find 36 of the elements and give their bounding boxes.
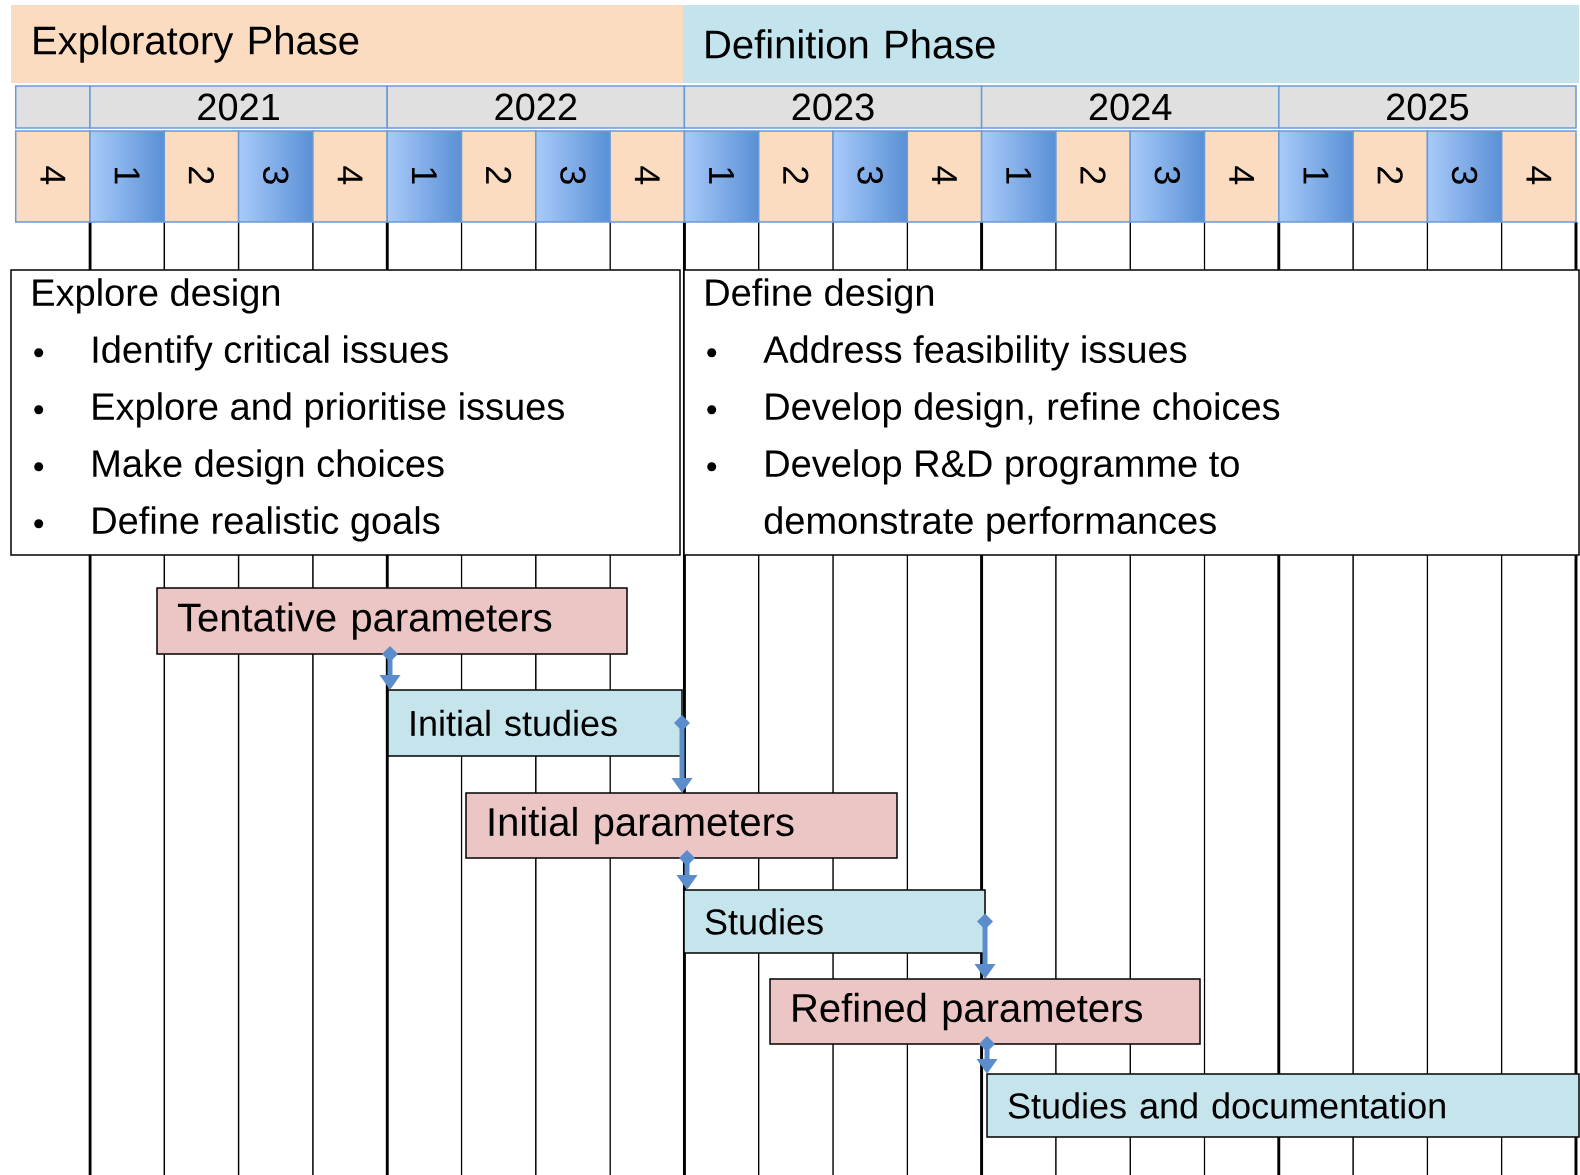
quarter-cell: 3	[535, 130, 611, 223]
quarter-cell: 4	[609, 130, 686, 223]
quarter-cell: 2	[1352, 130, 1429, 223]
quarter-cell: 1	[89, 130, 166, 223]
study-bar: Studies	[683, 889, 986, 954]
milestone-bar: Tentative parameters	[156, 587, 628, 655]
activity-box: Explore design Identify critical issues Explore and prioritise issues Make design choices Define realistic goals	[10, 269, 681, 556]
year-cell: 2023	[683, 85, 983, 129]
quarter-cell: 2	[163, 130, 240, 223]
year-cell	[14, 85, 91, 129]
quarter-cell: 4	[906, 130, 983, 223]
quarter-cell: 1	[683, 130, 760, 223]
quarter-cell: 1	[980, 130, 1057, 223]
quarter-cell: 4	[1500, 130, 1577, 223]
quarter-cell: 4	[312, 130, 388, 223]
quarter-cell: 3	[1129, 130, 1206, 223]
milestone-bar: Initial parameters	[465, 792, 898, 859]
year-cell: 2024	[980, 85, 1280, 129]
phase-band: Exploratory Phase	[11, 5, 683, 83]
year-cell: 2022	[386, 85, 686, 129]
quarter-cell: 1	[1278, 130, 1354, 223]
quarter-cell: 3	[237, 130, 314, 223]
quarter-cell: 1	[386, 130, 463, 223]
quarter-cell: 3	[1426, 130, 1503, 223]
year-cell: 2025	[1278, 85, 1577, 129]
milestone-bar: Refined parameters	[769, 978, 1201, 1045]
quarter-cell: 2	[1055, 130, 1131, 223]
quarter-cell: 3	[832, 130, 909, 223]
quarter-cell: 4	[14, 130, 91, 223]
phase-band: Definition Phase	[683, 5, 1579, 83]
quarter-cell: 2	[757, 130, 834, 223]
quarter-cell: 4	[1203, 130, 1280, 223]
quarter-cell: 2	[460, 130, 537, 223]
study-bar: Studies and documentation	[986, 1073, 1580, 1138]
study-bar: Initial studies	[387, 689, 683, 757]
activity-box: Define design Address feasibility issues Develop design, refine choices Develop R&D programme to demonstrate performances	[683, 269, 1580, 556]
